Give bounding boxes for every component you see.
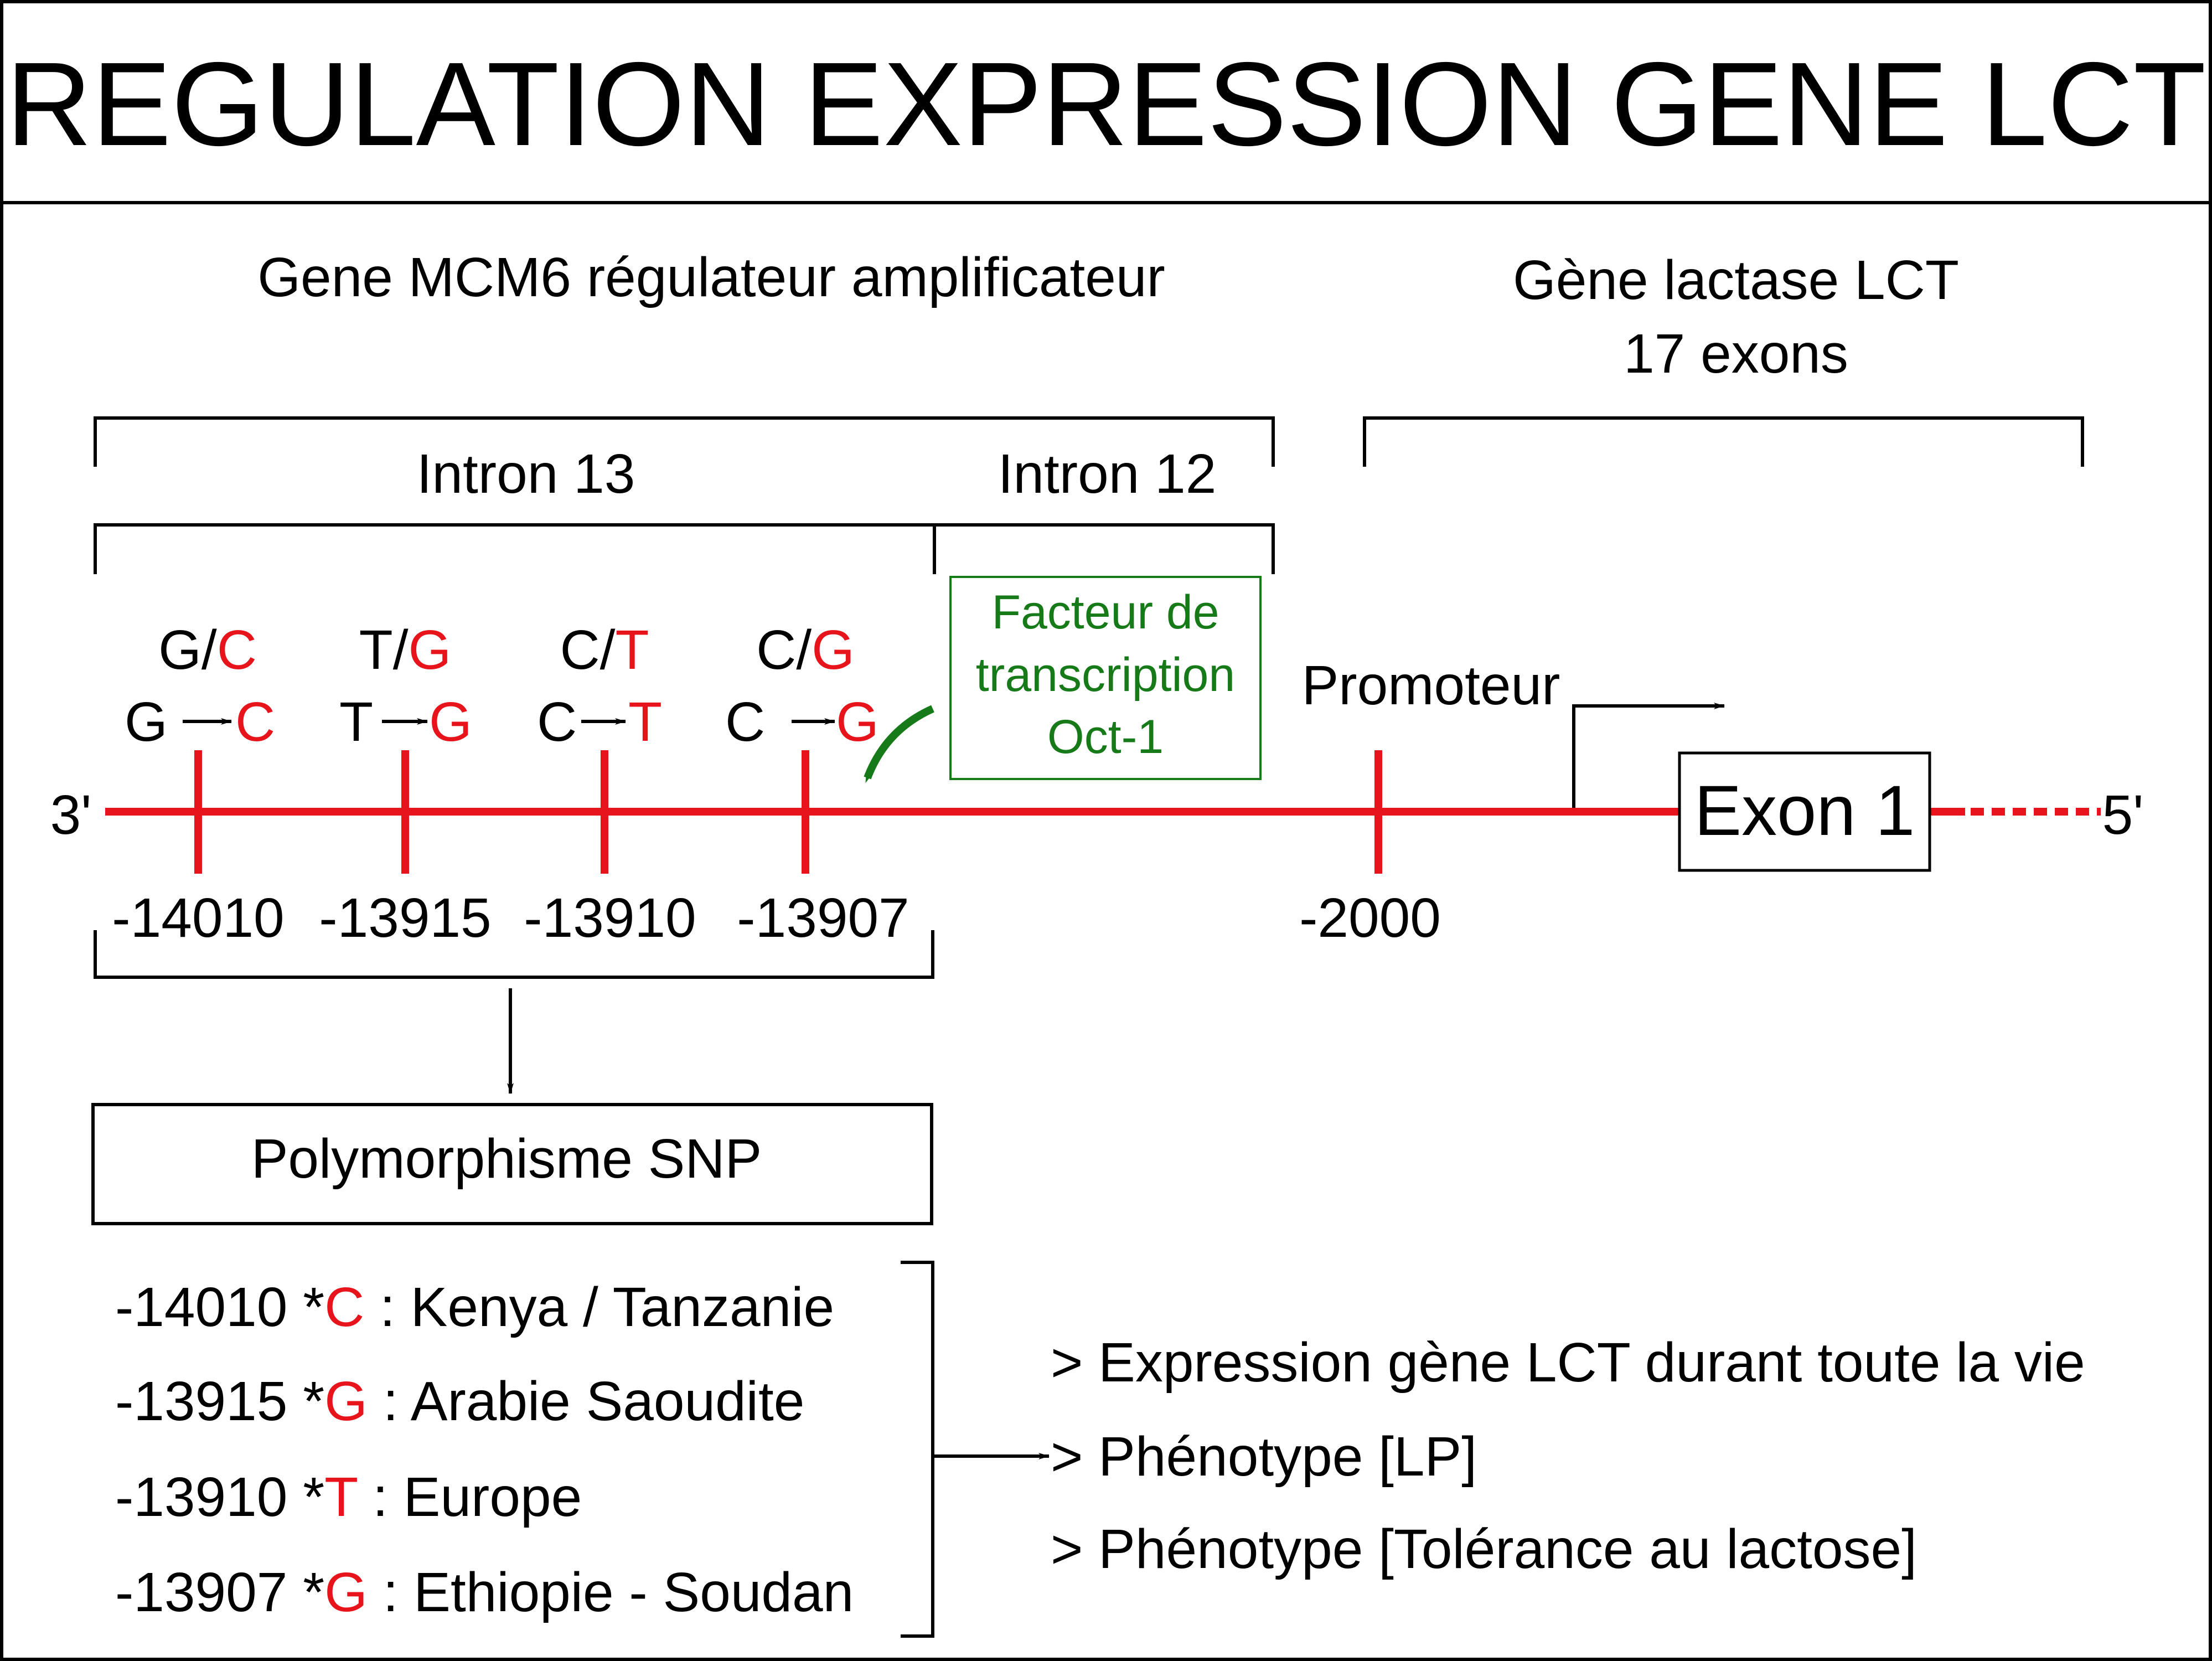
transcription-factor-box (949, 576, 1262, 780)
intron12-bracket (934, 523, 1275, 574)
snp-position-label: -14010 (112, 887, 284, 949)
snp-ref-allele: T (339, 691, 373, 753)
snp-allele-pair: C/T (560, 619, 649, 681)
consequence-item: > Expression gène LCT durant toute la vi… (1051, 1332, 2085, 1394)
intron13-label: Intron 13 (417, 443, 635, 505)
snp-polymorphism-label: Polymorphisme SNP (251, 1128, 762, 1190)
consequence-item: > Phénotype [LP] (1051, 1426, 1477, 1488)
position-labels: -14010 -13915 -13910 -13907 -2000 (112, 887, 1441, 949)
intron12-label: Intron 12 (998, 443, 1217, 505)
snp-allele-pair: G/C (158, 619, 257, 681)
snp-alt-allele: G (429, 691, 472, 753)
promoter-label: Promoteur (1302, 654, 1560, 716)
position-ticks (194, 750, 1382, 874)
factor-binding-arrow (864, 705, 934, 783)
five-prime-end: 5' (2102, 784, 2144, 846)
population-item: -13907 *G : Ethiopie - Soudan (115, 1561, 854, 1623)
snp-alt-allele: C (235, 691, 275, 753)
snp-polymorphism-box (91, 1103, 933, 1225)
snp-alt-allele: G (836, 691, 879, 753)
three-prime-end: 3' (50, 784, 92, 846)
snp-ref-allele: C (537, 691, 577, 753)
intron13-bracket (94, 523, 936, 574)
mcm6-gene-label: Gene MCM6 régulateur amplificateur (257, 246, 1165, 308)
snp-position-label: -13915 (319, 887, 491, 949)
snp-positions-bracket (94, 930, 934, 979)
snp-substitutions: G C T G C T C G (125, 691, 879, 753)
snp-ref-allele: C (725, 691, 765, 753)
snp-alleles: G/C T/G C/T C/G (158, 619, 855, 681)
promoter-position-label: -2000 (1299, 887, 1441, 949)
exon1-label: Exon 1 (1694, 771, 1915, 850)
consequence-item: > Phénotype [Tolérance au lactose] (1051, 1518, 1917, 1580)
snp-allele-pair: C/G (756, 619, 855, 681)
population-bracket (901, 1261, 934, 1638)
snp-allele-pair: T/G (359, 619, 452, 681)
snp-alt-allele: T (628, 691, 662, 753)
lct-bracket (1363, 416, 2084, 467)
population-item: -13915 *G : Arabie Saoudite (115, 1370, 804, 1432)
lct-gene-label: Gène lactase LCT (1513, 249, 1959, 311)
consequence-list: > Expression gène LCT durant toute la vi… (1051, 1332, 2085, 1580)
transcription-start-arrow (1572, 703, 1725, 812)
population-item: -14010 *C : Kenya / Tanzanie (115, 1276, 834, 1338)
page-title: REGULATION EXPRESSION GENE LCT (6, 37, 2206, 171)
factor-label-line3: Oct-1 (1047, 710, 1164, 764)
snp-ref-allele: G (125, 691, 168, 753)
population-list: -14010 *C : Kenya / Tanzanie -13915 *G :… (115, 1276, 854, 1623)
snp-position-label: -13910 (524, 887, 696, 949)
factor-label-line1: Facteur de (991, 586, 1219, 639)
mcm6-bracket (94, 416, 1275, 467)
population-item: -13910 *T : Europe (115, 1466, 582, 1528)
snp-position-label: -13907 (737, 887, 909, 949)
lct-exon-count: 17 exons (1624, 323, 1848, 385)
exon1-box (1678, 751, 1931, 872)
factor-label-line2: transcription (976, 648, 1235, 701)
